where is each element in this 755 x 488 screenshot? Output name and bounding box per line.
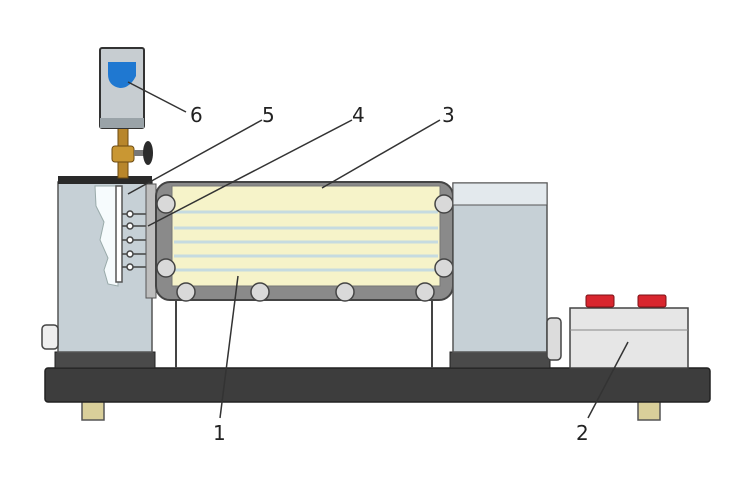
- control-box: [569, 307, 689, 369]
- valve-knob: [143, 141, 153, 165]
- foot-right: [637, 399, 661, 421]
- leader-lines: [127, 81, 629, 419]
- electrode-plate: [115, 185, 123, 283]
- label-3: 3: [442, 103, 455, 127]
- valve-body: [111, 145, 135, 163]
- connector: [546, 317, 562, 361]
- label-1: 1: [213, 421, 226, 445]
- red-button-right: [637, 294, 667, 308]
- bottle-liquid: [108, 62, 136, 88]
- left-tank-foot: [54, 351, 156, 369]
- comb-strip: [145, 183, 157, 299]
- base-plate: [44, 367, 711, 403]
- left-tank-lid: [58, 176, 152, 184]
- left-tank-nozzle: [41, 324, 59, 350]
- red-button-left: [585, 294, 615, 308]
- right-tank-foot: [449, 351, 551, 369]
- bottle: [99, 47, 145, 129]
- label-2: 2: [576, 421, 589, 445]
- label-6: 6: [190, 103, 203, 127]
- label-4: 4: [352, 103, 365, 127]
- foot-left: [81, 399, 105, 421]
- right-tank-top: [452, 182, 548, 206]
- valve-handle-stem: [134, 150, 144, 156]
- electrode-pins: [122, 210, 146, 271]
- rollers: [156, 194, 454, 302]
- bottle-shade: [100, 118, 144, 128]
- right-tank: [452, 182, 548, 353]
- panel-stripes: [174, 210, 438, 272]
- label-5: 5: [262, 103, 275, 127]
